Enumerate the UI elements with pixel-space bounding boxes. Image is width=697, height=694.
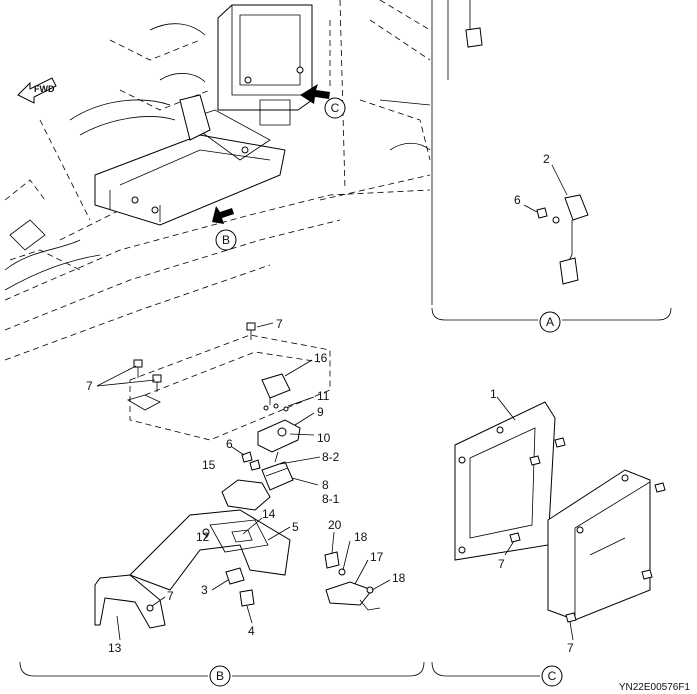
callout-7-c-bottom: 7 <box>567 641 574 655</box>
view-a-group: 2 6 A <box>431 0 672 333</box>
callout-6-b: 6 <box>226 437 233 451</box>
callout-17: 17 <box>370 550 384 564</box>
callout-6-a: 6 <box>514 193 521 207</box>
view-c-bracket <box>431 661 540 677</box>
ecu-installed-illustration <box>217 4 313 126</box>
callout-11: 11 <box>317 389 330 403</box>
view-c-group: 1 7 7 C <box>431 387 666 687</box>
callout-3: 3 <box>201 583 208 597</box>
callout-9: 9 <box>317 405 324 419</box>
callout-4: 4 <box>248 624 255 638</box>
view-marker-c <box>541 665 563 687</box>
callout-7-top: 7 <box>276 317 283 331</box>
view-b-arrow-icon <box>212 206 234 224</box>
svg-text:C: C <box>548 669 557 683</box>
callout-5: 5 <box>292 520 299 534</box>
leader-2 <box>551 164 568 196</box>
svg-text:B: B <box>222 233 230 247</box>
callout-14: 14 <box>262 507 276 521</box>
callout-16: 16 <box>314 351 328 365</box>
view-a-bracket <box>431 307 538 321</box>
view-b-group: 7 7 16 11 9 10 6 15 8-2 8 8-1 14 5 12 20… <box>19 317 425 687</box>
view-marker-b-top: B <box>215 229 237 251</box>
fwd-arrow-icon: FWD <box>17 77 57 104</box>
fwd-label: FWD <box>34 84 55 94</box>
callout-18-bottom: 18 <box>392 571 406 585</box>
callout-15: 15 <box>202 458 216 472</box>
callout-8-1: 8-1 <box>322 492 340 506</box>
callout-1: 1 <box>490 387 497 401</box>
callout-12: 12 <box>196 530 210 544</box>
callout-2: 2 <box>543 152 550 166</box>
callout-10: 10 <box>317 431 331 445</box>
leader-6-a <box>523 204 538 213</box>
battery-installed-illustration <box>94 94 286 226</box>
callout-7-left: 7 <box>86 379 93 393</box>
drawing-code: YN22E00576F1 <box>619 682 691 693</box>
svg-text:C: C <box>331 101 340 115</box>
view-marker-c-top: C <box>324 97 346 119</box>
callout-18-top: 18 <box>354 530 368 544</box>
leader-1 <box>496 396 516 421</box>
callout-8-2: 8-2 <box>322 450 340 464</box>
callout-7-c-left: 7 <box>498 557 505 571</box>
view-marker-a <box>539 311 561 333</box>
callout-13: 13 <box>108 641 122 655</box>
callout-7-bottom: 7 <box>167 589 174 603</box>
callout-20: 20 <box>328 518 342 532</box>
view-c-arrow-icon <box>300 84 330 104</box>
svg-text:B: B <box>216 669 224 683</box>
svg-text:A: A <box>546 315 554 329</box>
view-b-bracket <box>19 661 208 677</box>
callout-8: 8 <box>322 478 329 492</box>
view-marker-b <box>209 665 231 687</box>
